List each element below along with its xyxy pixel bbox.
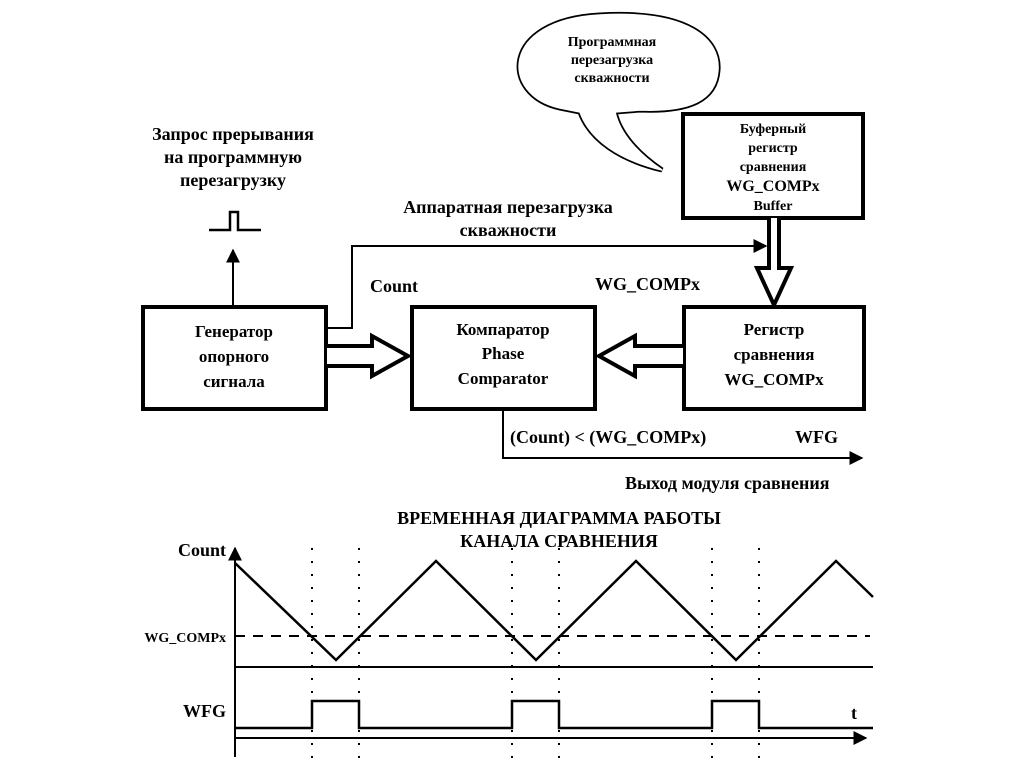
timing-title-line-2: КАНАЛА СРАВНЕНИЯ (460, 531, 658, 551)
output-line (502, 409, 864, 465)
bubble-line-2: перезагрузка (571, 53, 653, 68)
buffer-register-box: Буферный регистр сравнения WG_COMPx Buff… (681, 112, 865, 220)
hardware-reload-line-1: Аппаратная перезагрузка (403, 197, 613, 217)
buffer-line-5: Buffer (754, 199, 793, 214)
comparator-line-3: Comparator (458, 369, 549, 388)
wfg-waveform (235, 699, 873, 730)
condition-label: (Count) < (WG_COMPx) (510, 427, 706, 448)
interrupt-line-3: перезагрузку (180, 170, 286, 190)
register-line-2: сравнения (734, 345, 815, 364)
buffer-line-2: регистр (748, 141, 798, 156)
register-line-1: Регистр (744, 320, 805, 339)
wfg-label: WFG (795, 427, 838, 447)
buffer-line-1: Буферный (740, 122, 806, 137)
output-label: Выход модуля сравнения (625, 473, 830, 493)
count-waveform (234, 559, 874, 662)
generator-line-1: Генератор (195, 322, 273, 341)
hardware-reload-line (326, 239, 768, 329)
generator-to-comparator-arrow (327, 332, 413, 380)
buffer-to-register-arrow (753, 218, 795, 310)
generator-box: Генератор опорного сигнала (141, 305, 328, 411)
comparator-line-2: Phase (482, 344, 525, 363)
wg-compx-label: WG_COMPx (595, 274, 700, 294)
compare-register-box: Регистр сравнения WG_COMPx (682, 305, 866, 411)
register-line-3: WG_COMPx (724, 370, 824, 389)
y-label-count: Count (178, 540, 226, 560)
hardware-reload-line-2: скважности (460, 220, 557, 240)
speech-bubble: Программная перезагрузка скважности (516, 11, 721, 173)
generator-line-3: сигнала (203, 372, 265, 391)
buffer-line-3: сравнения (740, 160, 807, 175)
x-label-t: t (851, 703, 857, 723)
generator-line-2: опорного (199, 347, 269, 366)
comparator-line-1: Компаратор (456, 320, 549, 339)
y-label-threshold: WG_COMPx (144, 631, 226, 646)
buffer-line-4: WG_COMPx (726, 178, 819, 195)
count-label: Count (370, 276, 418, 296)
comparator-box: Компаратор Phase Comparator (410, 305, 597, 411)
register-to-comparator-arrow (594, 332, 683, 380)
pulse-icon (209, 210, 261, 232)
timing-title-line-1: ВРЕМЕННАЯ ДИАГРАММА РАБОТЫ (397, 508, 721, 528)
bubble-line-3: скважности (574, 71, 649, 86)
bubble-line-1: Программная (568, 35, 657, 50)
interrupt-line-2: на программную (164, 147, 302, 167)
interrupt-line-1: Запрос прерывания (152, 124, 314, 144)
timing-diagram: ВРЕМЕННАЯ ДИАГРАММА РАБОТЫ КАНАЛА СРАВНЕ… (144, 508, 874, 762)
y-label-wfg: WFG (183, 701, 226, 721)
interrupt-request-label: Запрос прерывания на программную перезаг… (152, 124, 314, 190)
